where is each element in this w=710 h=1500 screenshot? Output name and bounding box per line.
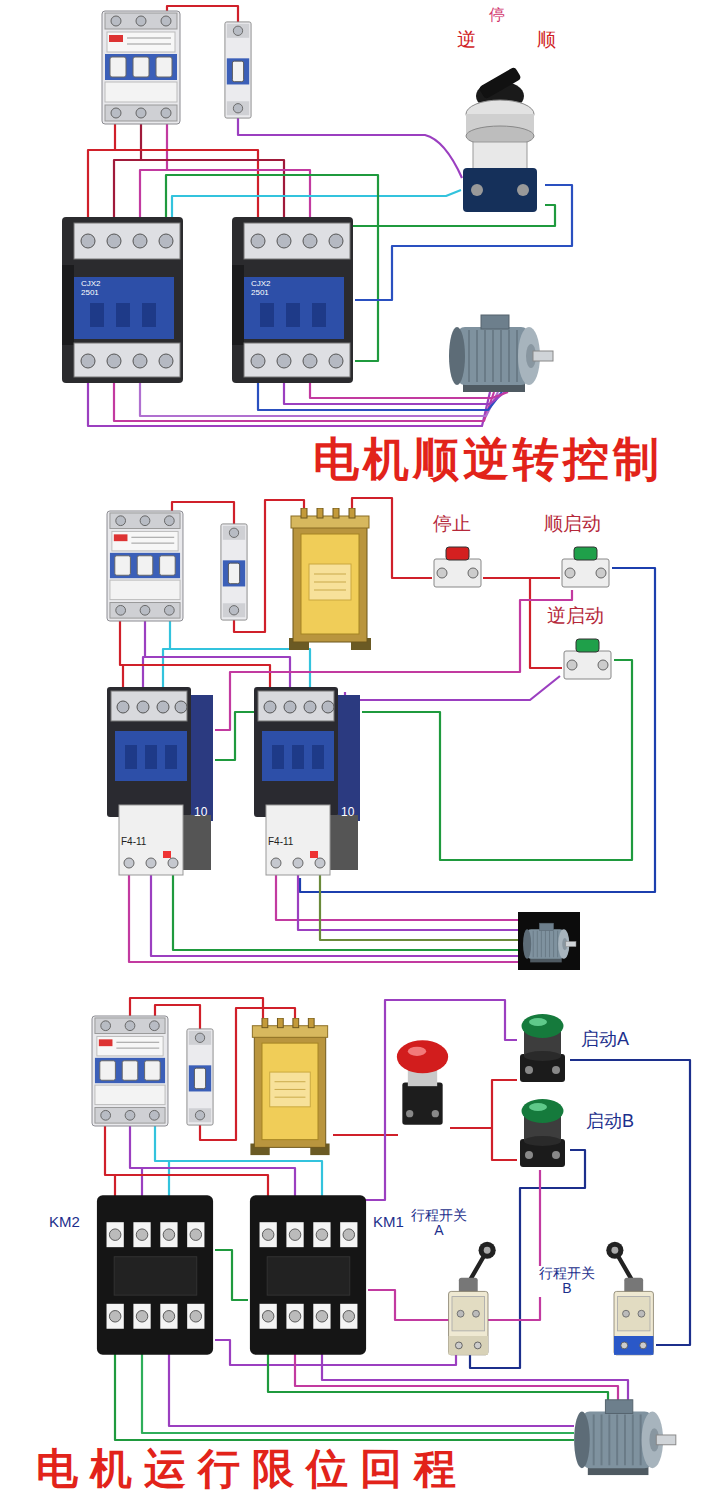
- label-holder: F4-11: [267, 836, 294, 847]
- wire: [173, 863, 518, 950]
- label-holder: KM2: [48, 1214, 81, 1231]
- aux-contact-label: 10: [340, 806, 355, 819]
- model-label: CJX2 2501: [250, 280, 286, 298]
- start-button: [520, 1014, 565, 1082]
- label-holder: 顺启动: [543, 514, 602, 535]
- wire: [368, 1290, 449, 1320]
- motor: [449, 315, 553, 392]
- label-holder: KM1: [372, 1214, 405, 1231]
- label-holder: 逆: [456, 30, 477, 51]
- label-holder: 10: [193, 806, 208, 819]
- wire: [298, 863, 518, 930]
- wire: [345, 676, 560, 700]
- wire: [143, 612, 145, 700]
- wire: [362, 660, 632, 860]
- diagram-caption: 电机运行限位回程: [35, 1446, 469, 1492]
- label-holder: 停止: [432, 514, 472, 535]
- overload-model-label: F4-11: [267, 836, 294, 847]
- wire: [320, 863, 518, 940]
- wire: [215, 712, 256, 760]
- control-transformer: [289, 508, 371, 650]
- contactor-with-overload: [254, 687, 360, 875]
- wire: [492, 1128, 517, 1160]
- label-holder: CJX2 2501: [80, 280, 116, 298]
- wire: [215, 1250, 248, 1300]
- stop-button: [434, 547, 481, 587]
- wire: [333, 1134, 398, 1136]
- wire: [450, 1080, 517, 1128]
- three-pole-breaker: [107, 511, 183, 621]
- contactor: [62, 217, 183, 383]
- wire: [238, 115, 462, 178]
- wire: [129, 863, 518, 962]
- limit-switch: [449, 1242, 496, 1355]
- diagram-title: 电机顺逆转控制: [312, 434, 664, 485]
- start-button: [564, 639, 611, 679]
- contactor: [232, 217, 353, 383]
- wire: [483, 577, 560, 579]
- single-pole-breaker: [225, 22, 251, 118]
- switch-position-label: 顺: [536, 30, 557, 51]
- limit-switch-label: 行程开关 A: [408, 1208, 470, 1239]
- contactor-name: KM2: [48, 1214, 81, 1231]
- switch-position-label: 逆: [456, 30, 477, 51]
- emergency-stop-button: [397, 1040, 448, 1124]
- wire: [151, 863, 518, 956]
- wire: [120, 612, 123, 700]
- contactor-name: KM1: [372, 1214, 405, 1231]
- label-holder: 启动B: [585, 1112, 635, 1132]
- label-holder: 行程开关 A: [408, 1208, 470, 1239]
- wire: [169, 1318, 574, 1426]
- label-holder: 电机运行限位回程: [35, 1446, 469, 1492]
- button-label: 停止: [432, 514, 472, 535]
- three-pole-breaker: [102, 11, 180, 124]
- label-holder: 电机顺逆转控制: [312, 434, 664, 485]
- contactor-with-overload: [107, 687, 213, 875]
- contactor: [250, 1195, 366, 1354]
- button-label: 逆启动: [546, 606, 605, 627]
- limit-switch-label: 行程开关 B: [536, 1266, 598, 1297]
- overload-model-label: F4-11: [120, 836, 147, 847]
- limit-switch: [606, 1242, 653, 1355]
- model-label: CJX2 2501: [80, 280, 116, 298]
- label-holder: 行程开关 B: [536, 1266, 598, 1297]
- label-holder: 10: [340, 806, 355, 819]
- label-holder: 逆启动: [546, 606, 605, 627]
- label-holder: 停: [488, 6, 506, 24]
- aux-contact-label: 10: [193, 806, 208, 819]
- single-pole-breaker: [187, 1029, 213, 1125]
- button-label: 启动B: [585, 1112, 635, 1132]
- motor: [523, 923, 576, 962]
- button-label: 启动A: [580, 1030, 630, 1050]
- switch-position-label: 停: [488, 6, 506, 24]
- start-button: [562, 547, 609, 587]
- wire: [488, 1170, 540, 1320]
- label-holder: F4-11: [120, 836, 147, 847]
- contactor: [97, 1195, 213, 1354]
- motor-photo-ground: [518, 912, 580, 970]
- single-pole-breaker: [221, 524, 247, 620]
- control-transformer: [250, 1018, 329, 1155]
- three-pole-breaker: [92, 1016, 168, 1126]
- button-label: 顺启动: [543, 514, 602, 535]
- label-holder: 顺: [536, 30, 557, 51]
- selector-switch: [463, 66, 537, 212]
- limit-switch: [606, 1242, 653, 1355]
- wire: [349, 1000, 517, 1226]
- start-button: [520, 1099, 565, 1167]
- label-holder: CJX2 2501: [250, 280, 286, 298]
- label-holder: 启动A: [580, 1030, 630, 1050]
- motor: [574, 1400, 676, 1475]
